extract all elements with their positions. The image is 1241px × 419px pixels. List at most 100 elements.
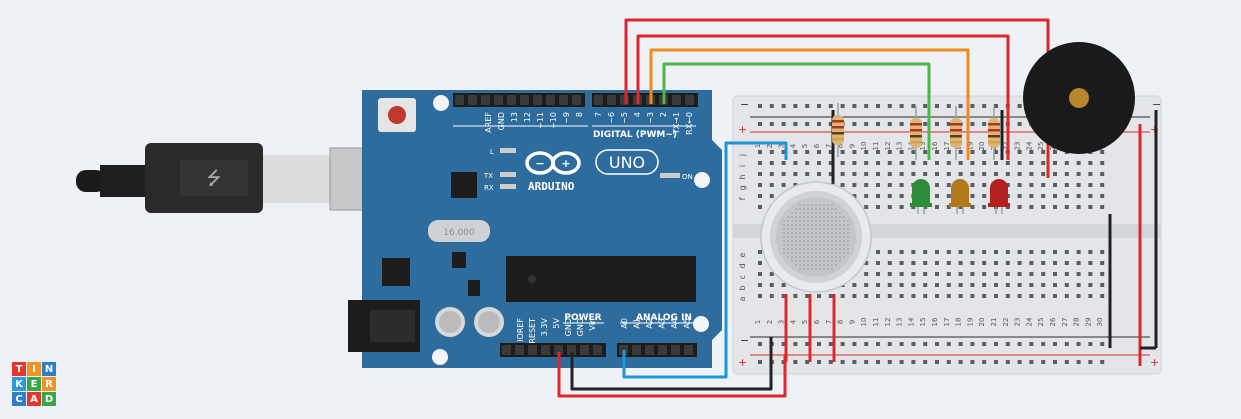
- logo-letter: E: [27, 377, 41, 391]
- column-label: 7: [825, 144, 833, 148]
- wire-red-5v-rail[interactable]: [557, 352, 787, 398]
- logo-letter: C: [12, 392, 26, 406]
- pin-label: 8: [575, 112, 584, 117]
- column-label: 16: [931, 141, 939, 150]
- pin-label: GND: [576, 318, 585, 336]
- piezo-buzzer[interactable]: [1023, 42, 1135, 154]
- pin-label: TX→1: [672, 112, 681, 135]
- amber-led[interactable]: [949, 179, 971, 214]
- green-led[interactable]: [910, 179, 932, 214]
- logo-letter: R: [42, 377, 56, 391]
- power-header-title: POWER: [564, 313, 601, 323]
- row-label: g: [738, 185, 747, 190]
- resistors[interactable]: [832, 103, 1000, 160]
- column-label: 11: [872, 142, 880, 151]
- pin-header[interactable]: [617, 343, 697, 357]
- analog-header-title: ANALOG IN: [636, 313, 692, 323]
- pin-header[interactable]: [453, 93, 585, 107]
- rail-minus-top-left: −: [740, 98, 749, 111]
- pin-label: GND: [564, 318, 573, 336]
- column-label: 18: [955, 318, 963, 327]
- gas-sensor[interactable]: [760, 181, 872, 293]
- capacitor-2: [474, 307, 504, 337]
- column-label: 28: [1073, 318, 1081, 327]
- pin-label: 4: [633, 112, 642, 117]
- pin-label: 7: [594, 112, 603, 117]
- buzzer-center-icon: [1069, 88, 1089, 108]
- wire-red-pin5-buzzer[interactable]: [624, 18, 1050, 104]
- rail-plus-bottom-right: +: [1150, 356, 1159, 369]
- column-label: 7: [825, 320, 833, 324]
- crystal: [428, 220, 490, 242]
- pin-label: 5V: [552, 317, 561, 328]
- breadboard[interactable]: − + − + − + + 12345678910111213141516171…: [732, 95, 1162, 375]
- column-label: 8: [837, 144, 845, 148]
- row-label: e: [738, 252, 747, 257]
- resistor[interactable]: [950, 106, 962, 160]
- pin-label: GND: [497, 112, 506, 130]
- rail-plus-top-left: +: [738, 123, 747, 136]
- rail-minus-top-right: −: [1152, 98, 1161, 111]
- logo-letter: N: [42, 362, 56, 376]
- column-label: 13: [896, 142, 904, 151]
- logo-letter: T: [12, 362, 26, 376]
- wire-blue-a0-sensor[interactable]: [622, 141, 788, 379]
- column-label: 2: [766, 144, 774, 148]
- pin-label: 3.3V: [540, 317, 549, 336]
- arduino-logo-icon: − +: [525, 151, 581, 175]
- column-label: 3: [778, 144, 786, 148]
- column-label: 8: [837, 320, 845, 324]
- column-label: 5: [801, 320, 809, 324]
- column-label: 14: [907, 317, 915, 326]
- resistor[interactable]: [988, 106, 1000, 160]
- pin-label: ~10: [549, 112, 558, 129]
- pin-label: ~9: [562, 112, 571, 124]
- column-label: 23: [1014, 318, 1022, 327]
- pin-label: RESET: [528, 318, 537, 344]
- svg-text:−: −: [535, 157, 544, 170]
- column-label: 25: [1037, 142, 1045, 151]
- red-led[interactable]: [988, 179, 1010, 214]
- column-label: 12: [884, 142, 892, 151]
- column-label: 22: [1002, 318, 1010, 327]
- wire-orange-pin3-amber-led[interactable]: [649, 48, 970, 160]
- wire-green-pin2-green-led[interactable]: [662, 62, 931, 160]
- column-label: 27: [1061, 318, 1069, 327]
- column-label: 17: [943, 142, 951, 151]
- row-label: j: [738, 154, 747, 157]
- usb-symbol-icon: ⭍: [207, 168, 222, 189]
- resistor[interactable]: [910, 106, 922, 160]
- column-label: 16: [931, 317, 939, 326]
- wire-red-pin4-red-led[interactable]: [636, 34, 1010, 160]
- sensor-mesh-icon: [783, 204, 849, 270]
- pin-label: 13: [510, 112, 519, 122]
- rail-plus-bottom-left: +: [738, 356, 747, 369]
- pin-label: ~11: [536, 112, 545, 129]
- logo-letter: I: [27, 362, 41, 376]
- pin-label: Vin: [588, 318, 597, 331]
- leds[interactable]: [910, 179, 1010, 214]
- pin-label: ~3: [646, 112, 655, 124]
- resistor[interactable]: [832, 103, 844, 157]
- column-label: 24: [1025, 317, 1033, 326]
- pin-header[interactable]: [592, 93, 698, 107]
- column-label: 6: [813, 143, 821, 148]
- wire-black-gnd-rail[interactable]: [570, 337, 773, 391]
- column-label: 10: [860, 142, 868, 151]
- pin-header[interactable]: [500, 343, 606, 357]
- row-label: c: [738, 275, 747, 279]
- pin-label: 2: [659, 112, 668, 117]
- column-label: 1: [754, 320, 762, 324]
- column-label: 9: [848, 320, 856, 324]
- led-label-l: L: [490, 148, 494, 156]
- column-label: 2: [766, 320, 774, 324]
- arduino-brand: ARDUINO: [528, 180, 575, 193]
- column-label: 19: [966, 142, 974, 151]
- column-label: 19: [966, 318, 974, 327]
- column-label: 30: [1096, 318, 1104, 327]
- logo-letter: K: [12, 377, 26, 391]
